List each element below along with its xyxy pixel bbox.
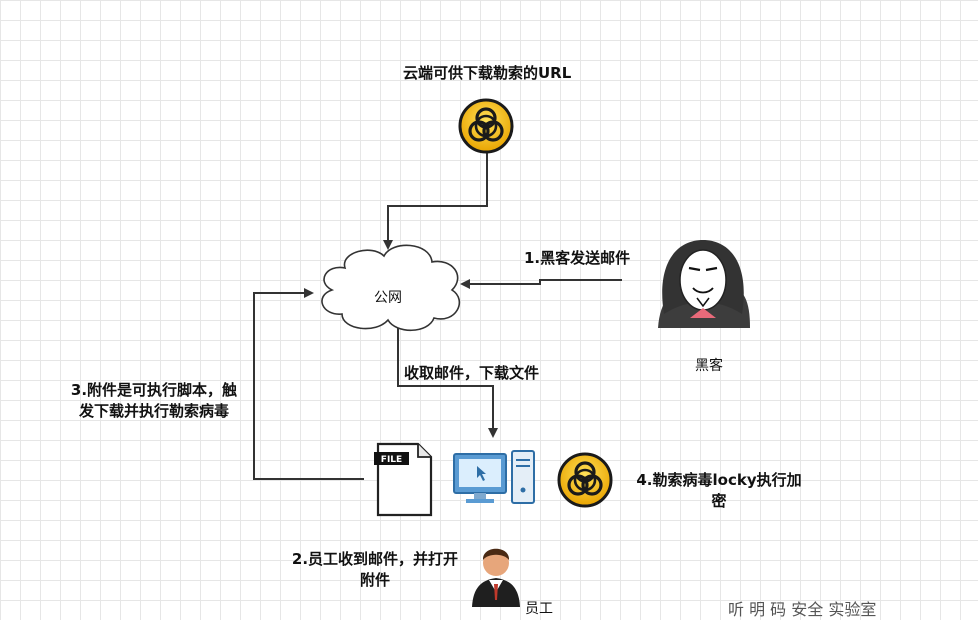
cloud-icon <box>321 244 461 331</box>
file-icon: FILE <box>374 442 433 517</box>
arrow-hacker-to-cloud <box>460 279 622 289</box>
hacker-mask-icon <box>658 240 750 328</box>
step4-line2: 密 <box>711 492 727 510</box>
biohazard-icon <box>458 98 514 154</box>
step3-line1: 3.附件是可执行脚本，触 <box>70 381 238 399</box>
step4-label: 4.勒索病毒locky执行加 密 <box>624 470 814 512</box>
internet-label: 公网 <box>374 290 402 306</box>
step1-label: 1.黑客发送邮件 <box>524 249 631 267</box>
receive-label: 收取邮件，下载文件 <box>404 364 540 382</box>
computer-icon <box>453 450 535 504</box>
employee-label: 员工 <box>525 601 553 617</box>
step3-line2: 发下载并执行勒索病毒 <box>78 402 229 420</box>
step4-line1: 4.勒索病毒locky执行加 <box>636 471 802 489</box>
step2-line2: 附件 <box>359 571 390 589</box>
cloud-url-label: 云端可供下载勒索的URL <box>403 64 572 82</box>
step2-label: 2.员工收到邮件，并打开 附件 <box>280 549 470 591</box>
step2-line1: 2.员工收到邮件，并打开 <box>291 550 459 568</box>
arrow-file-to-cloud <box>253 288 364 480</box>
employee-icon <box>472 548 520 607</box>
step3-label: 3.附件是可执行脚本，触 发下载并执行勒索病毒 <box>54 380 254 422</box>
hacker-label: 黑客 <box>695 358 723 374</box>
arrow-cloud-to-computer <box>397 326 498 438</box>
biohazard-icon <box>557 452 613 508</box>
file-tag: FILE <box>381 455 402 465</box>
arrow-url-to-cloud <box>383 152 488 250</box>
watermark: 听 明 码 安全 实验室 <box>728 600 877 619</box>
